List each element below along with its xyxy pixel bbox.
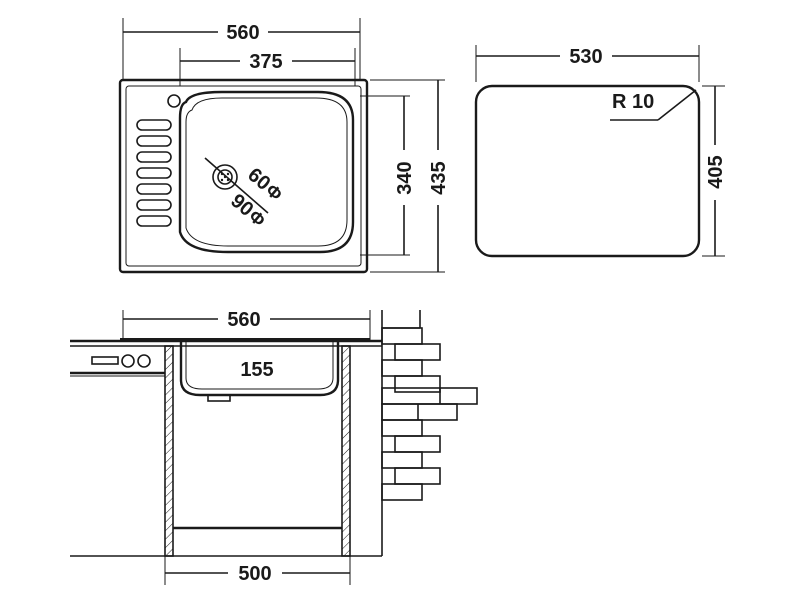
tap-hole-icon xyxy=(167,94,181,108)
drain-outlet xyxy=(207,394,231,402)
cabinet-right-wall xyxy=(341,345,351,557)
sink-rim xyxy=(125,85,362,267)
dim-bowl-depth: 340 xyxy=(394,161,416,194)
knob-icon xyxy=(121,354,135,368)
bowl-section xyxy=(179,342,340,397)
cutout-view: 530 R 10 405 xyxy=(474,45,727,258)
drainboard-ribs xyxy=(136,119,172,227)
brick-wall xyxy=(381,310,478,501)
dim-cabinet-width: 500 xyxy=(238,563,271,585)
dim-bowl-height: 155 xyxy=(240,359,273,381)
top-view: 560 375 xyxy=(118,18,450,274)
dim-cutout-width: 530 xyxy=(569,46,602,68)
sink-rim-section xyxy=(120,338,370,342)
dim-outer-depth: 435 xyxy=(428,161,450,194)
dim-bowl-width: 375 xyxy=(249,51,282,73)
dim-section-width: 560 xyxy=(227,309,260,331)
hob-control-panel xyxy=(91,356,119,365)
sink-outline xyxy=(118,78,369,274)
dim-cutout-radius: R 10 xyxy=(612,91,654,113)
cabinet-left-wall xyxy=(164,345,174,557)
cutout-outline xyxy=(474,84,701,258)
dim-top-width: 560 xyxy=(226,22,259,44)
bowl-outline xyxy=(178,90,355,254)
knob-icon xyxy=(137,354,151,368)
dim-cutout-depth: 405 xyxy=(705,155,727,188)
section-view: 560 155 xyxy=(70,309,478,585)
